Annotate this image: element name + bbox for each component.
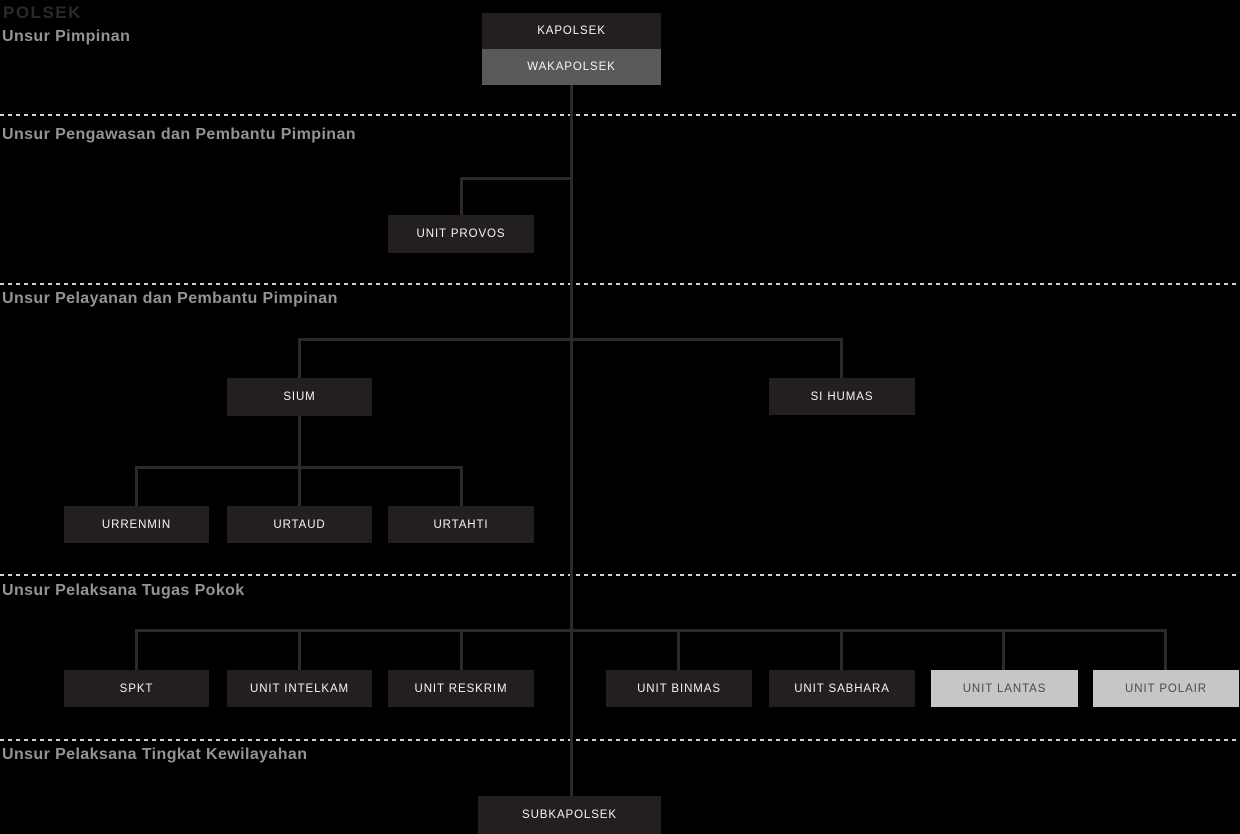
connector-line: [298, 338, 301, 378]
section-label-tugas-pokok: Unsur Pelaksana Tugas Pokok: [2, 582, 245, 599]
connector-main-vertical: [570, 85, 573, 798]
connector-line: [1002, 629, 1005, 670]
connector-line: [460, 466, 463, 506]
section-divider: [0, 739, 1240, 741]
section-label-kewilayahan: Unsur Pelaksana Tingkat Kewilayahan: [2, 746, 308, 763]
org-node-urtaud: URTAUD: [227, 506, 372, 543]
org-node-unit-polair: UNIT POLAIR: [1093, 670, 1239, 707]
org-node-unit-provos: UNIT PROVOS: [388, 215, 534, 253]
connector-line: [135, 629, 1167, 632]
org-node-kapolsek: KAPOLSEK: [482, 13, 661, 49]
connector-line: [135, 466, 138, 506]
connector-line: [298, 416, 301, 468]
section-label-pengawasan: Unsur Pengawasan dan Pembantu Pimpinan: [2, 126, 356, 143]
connector-line: [298, 338, 843, 341]
section-divider: [0, 283, 1240, 285]
org-node-wakapolsek: WAKAPOLSEK: [482, 49, 661, 85]
org-node-spkt: SPKT: [64, 670, 209, 707]
connector-line: [677, 629, 680, 670]
org-node-unit-reskrim: UNIT RESKRIM: [388, 670, 534, 707]
org-node-sium: SIUM: [227, 378, 372, 416]
connector-line: [135, 629, 138, 670]
page-title: POLSEK: [3, 3, 82, 22]
connector-line: [460, 177, 572, 180]
org-node-unit-sabhara: UNIT SABHARA: [769, 670, 915, 707]
connector-line: [1164, 629, 1167, 670]
org-node-subkapolsek: SUBKAPOLSEK: [478, 796, 661, 834]
org-node-unit-lantas: UNIT LANTAS: [931, 670, 1078, 707]
org-node-urrenmin: URRENMIN: [64, 506, 209, 543]
org-node-si-humas: SI HUMAS: [769, 378, 915, 415]
connector-line: [460, 629, 463, 670]
org-node-unit-intelkam: UNIT INTELKAM: [227, 670, 372, 707]
connector-line: [840, 629, 843, 670]
section-label-pelayanan: Unsur Pelayanan dan Pembantu Pimpinan: [2, 290, 338, 307]
org-node-unit-binmas: UNIT BINMAS: [606, 670, 752, 707]
section-label-pimpinan: Unsur Pimpinan: [2, 28, 131, 45]
connector-line: [460, 177, 463, 216]
connector-line: [298, 466, 301, 506]
org-node-urtahti: URTAHTI: [388, 506, 534, 543]
connector-line: [298, 629, 301, 670]
section-divider: [0, 114, 1240, 116]
connector-line: [840, 338, 843, 378]
section-divider: [0, 574, 1240, 576]
